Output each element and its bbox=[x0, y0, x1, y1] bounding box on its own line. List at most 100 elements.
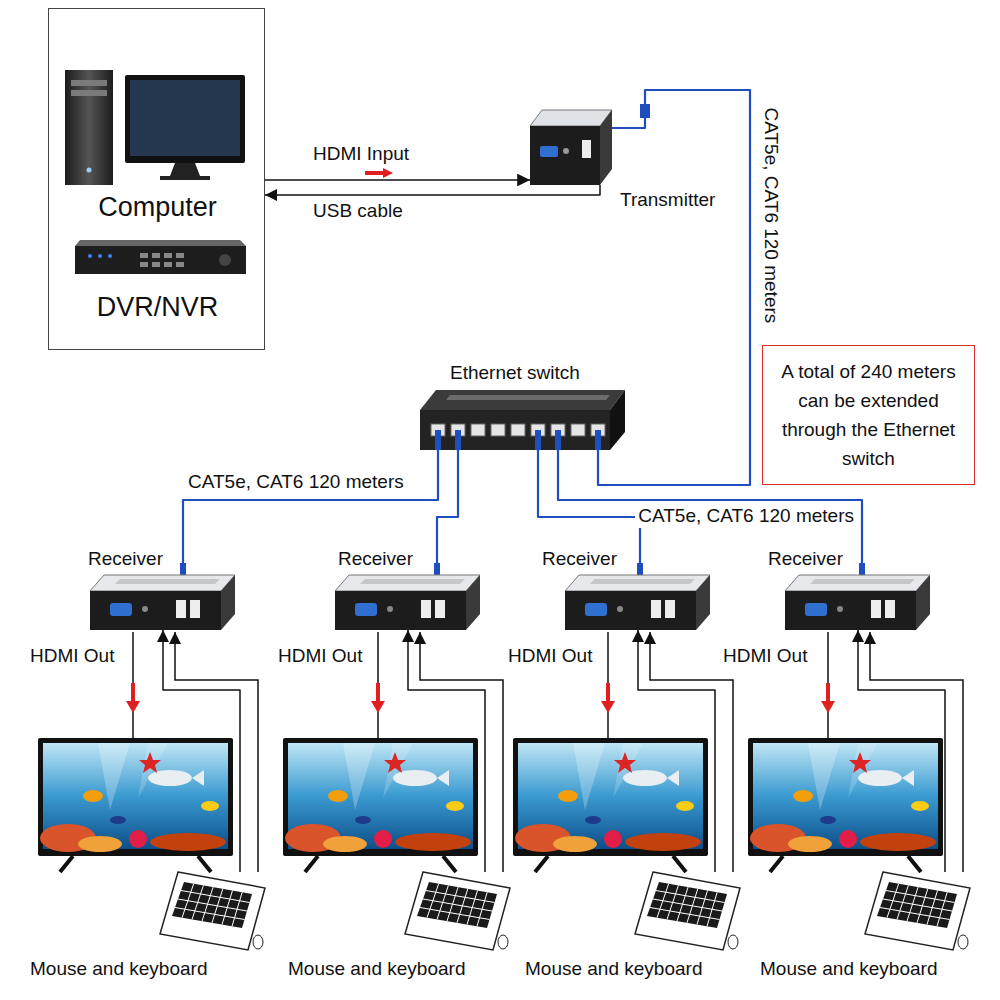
port-label: HDMI Out bbox=[30, 645, 114, 668]
signal-cable bbox=[163, 630, 240, 872]
key-column bbox=[182, 884, 194, 918]
edge-label: HDMI Input bbox=[310, 143, 412, 166]
computer-illustration bbox=[65, 70, 245, 185]
dvr-button bbox=[164, 262, 172, 267]
keyboard-mouse: Mouse and keyboard bbox=[160, 872, 265, 952]
key-column bbox=[427, 884, 439, 918]
dvr-top bbox=[75, 240, 246, 246]
key-column bbox=[202, 887, 213, 921]
device-side bbox=[696, 575, 710, 630]
rj45-plug bbox=[555, 430, 561, 450]
key-column bbox=[437, 885, 448, 919]
keyboard-keys bbox=[647, 882, 727, 928]
signal-cable bbox=[265, 179, 530, 181]
rj45-plug bbox=[535, 430, 541, 450]
ethernet-port bbox=[511, 424, 525, 436]
display-monitor bbox=[38, 738, 233, 872]
device-side bbox=[610, 390, 625, 450]
dvr-illustration bbox=[75, 240, 246, 274]
edge-label: USB cable bbox=[310, 200, 406, 223]
note-box: A total of 240 meters can be extended th… bbox=[762, 345, 975, 485]
dvr-led bbox=[98, 254, 102, 258]
device-stripe bbox=[810, 579, 915, 584]
edge-label: CAT5e, CAT6 120 meters bbox=[760, 104, 783, 326]
device-label: Receiver bbox=[542, 548, 617, 571]
device-illustration bbox=[565, 575, 710, 630]
signal-arrow bbox=[371, 683, 385, 713]
device-side bbox=[600, 110, 612, 185]
audio-jack bbox=[837, 606, 843, 612]
device-illustration bbox=[530, 110, 612, 185]
ethernet-port bbox=[471, 424, 485, 436]
usb-port bbox=[871, 600, 881, 618]
display-monitor bbox=[748, 738, 943, 872]
mouse bbox=[498, 935, 508, 949]
audio-jack bbox=[387, 606, 393, 612]
key-column bbox=[667, 885, 678, 919]
video-port bbox=[585, 603, 607, 616]
key-column bbox=[907, 887, 918, 921]
device-stripe bbox=[590, 579, 695, 584]
device-stripe bbox=[360, 579, 465, 584]
device-illustration bbox=[865, 872, 970, 952]
device-front bbox=[90, 591, 221, 630]
network-cable bbox=[183, 450, 438, 575]
key-column bbox=[467, 891, 478, 925]
receiver-unit: ReceiverHDMI Out bbox=[565, 575, 710, 630]
usb-port bbox=[651, 600, 661, 618]
key-column bbox=[897, 885, 908, 919]
keyboard-keys bbox=[417, 882, 497, 928]
device-top bbox=[420, 390, 625, 410]
video-port bbox=[805, 603, 827, 616]
edge-label: CAT5e, CAT6 120 meters bbox=[185, 471, 407, 494]
display-monitor bbox=[513, 738, 708, 872]
transmitter-unit: Transmitter bbox=[530, 110, 612, 185]
signal-arrow bbox=[365, 168, 393, 178]
key-column bbox=[222, 891, 233, 925]
edge-label: CAT5e, CAT6 120 meters bbox=[635, 505, 857, 528]
device-top bbox=[90, 575, 235, 591]
key-column bbox=[212, 889, 223, 923]
dvr-button bbox=[140, 253, 148, 258]
usb-port bbox=[421, 600, 431, 618]
ethernet-port bbox=[571, 424, 585, 436]
signal-cable bbox=[858, 630, 945, 872]
device-label: DVR/NVR bbox=[49, 291, 266, 323]
audio-jack bbox=[142, 606, 148, 612]
keyboard-mouse: Mouse and keyboard bbox=[635, 872, 740, 952]
device-stripe bbox=[446, 395, 610, 400]
key-column bbox=[477, 892, 487, 926]
usb-port bbox=[665, 600, 675, 618]
key-column bbox=[927, 891, 938, 925]
usb-wires bbox=[175, 632, 963, 872]
rj45-plug bbox=[455, 430, 461, 450]
device-label: Computer bbox=[49, 191, 266, 223]
dvr-led bbox=[88, 254, 92, 258]
dvr-button bbox=[176, 253, 184, 258]
device-illustration bbox=[335, 575, 480, 630]
dvr-button bbox=[152, 262, 160, 267]
rj45-plug bbox=[595, 430, 601, 450]
device-label: Transmitter bbox=[620, 189, 715, 212]
key-column bbox=[687, 889, 698, 923]
port-label: HDMI Out bbox=[278, 645, 362, 668]
signal-cable bbox=[408, 630, 485, 872]
receiver-unit: ReceiverHDMI Out bbox=[335, 575, 480, 630]
device-label: Mouse and keyboard bbox=[525, 958, 702, 981]
pc-tower bbox=[65, 70, 113, 185]
device-label: Receiver bbox=[88, 548, 163, 571]
device-top bbox=[335, 575, 480, 591]
signal-arrow bbox=[601, 683, 615, 713]
device-top bbox=[785, 575, 930, 591]
device-front bbox=[530, 126, 600, 185]
keyboard-mouse: Mouse and keyboard bbox=[405, 872, 510, 952]
device-front bbox=[420, 410, 610, 450]
audio-jack bbox=[617, 606, 623, 612]
signal-cable bbox=[265, 185, 600, 195]
key-column bbox=[657, 884, 669, 918]
mouse bbox=[958, 935, 968, 949]
key-column bbox=[697, 891, 708, 925]
